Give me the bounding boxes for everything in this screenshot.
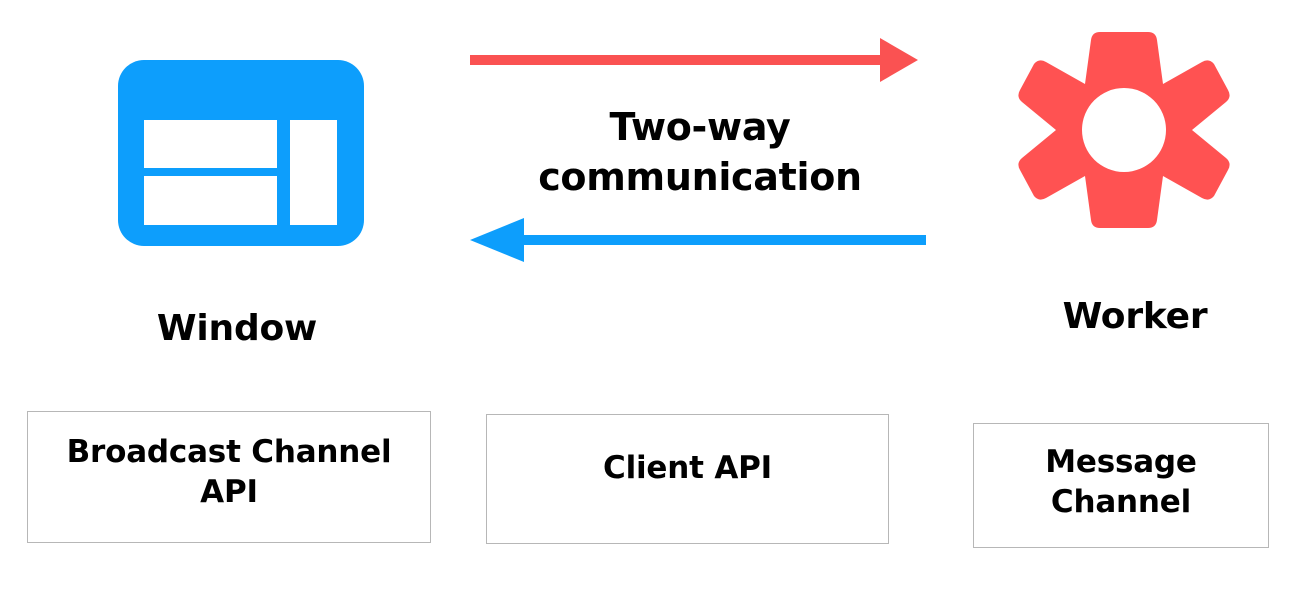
arrow-worker-to-window [470, 218, 926, 262]
api-box-label: Message Channel [1045, 443, 1197, 520]
browser-window-icon [118, 60, 364, 246]
api-box-client-api: Client API [486, 414, 889, 544]
api-box-label: Client API [603, 450, 772, 487]
gear-icon [1016, 28, 1232, 268]
api-box-label: Broadcast Channel API [66, 434, 392, 510]
node-label-worker: Worker [1062, 296, 1208, 337]
arrow-window-to-worker [470, 38, 918, 82]
caption-line-2: communication [538, 155, 862, 200]
node-label-window: Window [156, 308, 318, 349]
api-box-message-channel: Message Channel [973, 423, 1269, 548]
caption-line-1: Two-way [609, 105, 791, 149]
api-box-broadcast-channel-api: Broadcast Channel API [27, 411, 431, 543]
two-way-communication-caption: Two-way communication [470, 102, 930, 202]
